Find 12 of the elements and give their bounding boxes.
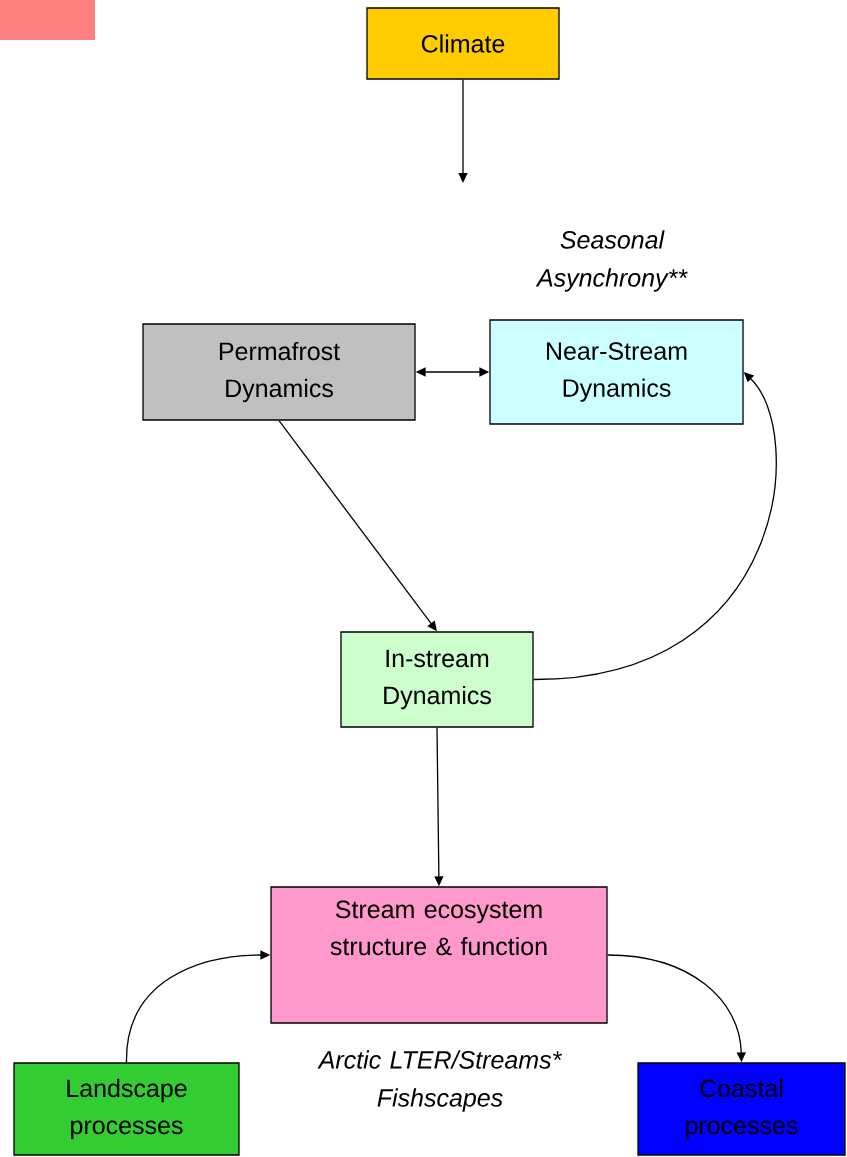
process-box: Landscape processes [13, 1062, 240, 1156]
process-box: In-stream Dynamics [340, 631, 534, 728]
color-block [0, 0, 95, 40]
process-box: Permafrost Dynamics [142, 323, 416, 421]
arrow [533, 372, 777, 681]
process-box: Stream ecosystem structure & function [270, 886, 608, 1024]
italic-note: Arctic LTER/Streams* Fishscapes [317, 1050, 562, 1112]
process-box: Coastal processes [637, 1062, 846, 1156]
arrow [458, 79, 468, 183]
process-box: Near-Stream Dynamics [489, 319, 744, 425]
italic-note: Seasonal Asynchrony** [535, 230, 688, 292]
process-box: Climate [366, 7, 560, 80]
